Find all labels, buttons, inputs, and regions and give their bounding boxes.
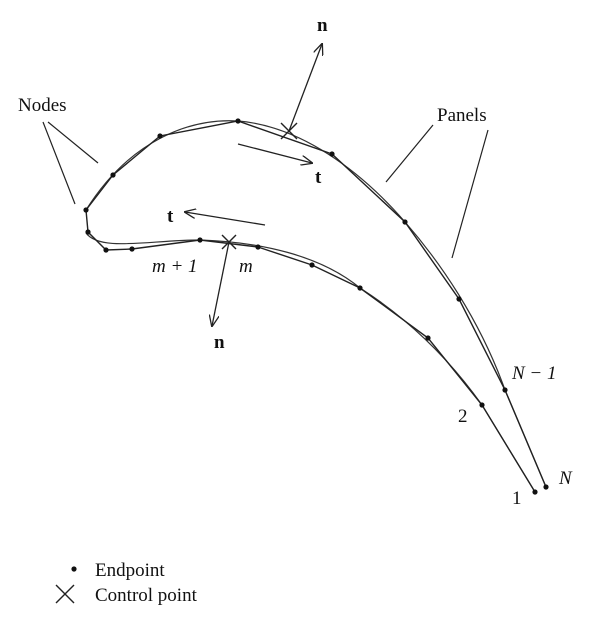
tangent-label-lower: t	[167, 206, 174, 227]
node	[402, 219, 408, 225]
normal-vector-upper	[288, 44, 322, 132]
normal-label-lower: n	[214, 332, 225, 353]
node	[329, 151, 335, 157]
node	[357, 285, 363, 291]
node	[85, 229, 91, 235]
node	[543, 484, 549, 490]
normal-label-upper: n	[317, 15, 328, 36]
node	[425, 335, 431, 341]
node	[309, 262, 315, 268]
legend-endpoint-marker	[71, 566, 77, 572]
normal-vector-lower	[212, 241, 230, 326]
panel-label-1: 1	[512, 488, 522, 509]
legend-control-point-label: Control point	[95, 585, 198, 606]
legend-control-point-marker	[55, 584, 75, 604]
panel-label-2: 2	[458, 406, 468, 427]
node	[255, 244, 261, 250]
panels-leader-lines	[385, 124, 489, 259]
legend-endpoint-label: Endpoint	[95, 560, 165, 581]
node	[103, 247, 109, 253]
tangent-vector-lower	[185, 212, 266, 226]
node	[157, 133, 163, 139]
node	[532, 489, 538, 495]
node	[502, 387, 508, 393]
node	[110, 172, 116, 178]
tangent-vector-upper	[237, 143, 312, 163]
tangent-label-upper: t	[315, 167, 322, 188]
endpoint-nodes	[83, 118, 549, 495]
nodes-leader-lines	[42, 121, 99, 205]
panels-lower	[85, 209, 536, 493]
panel-label-n: N	[558, 468, 573, 489]
panel-label-m: m	[239, 256, 253, 277]
node	[235, 118, 241, 124]
panel-label-n-minus-1: N − 1	[511, 363, 557, 384]
panel-label-m-plus-1: m + 1	[152, 256, 198, 277]
node	[83, 207, 89, 213]
node	[129, 246, 135, 252]
nodes-label: Nodes	[18, 95, 67, 116]
node	[479, 402, 485, 408]
node	[197, 237, 203, 243]
node	[456, 296, 462, 302]
panels-label: Panels	[437, 105, 487, 126]
